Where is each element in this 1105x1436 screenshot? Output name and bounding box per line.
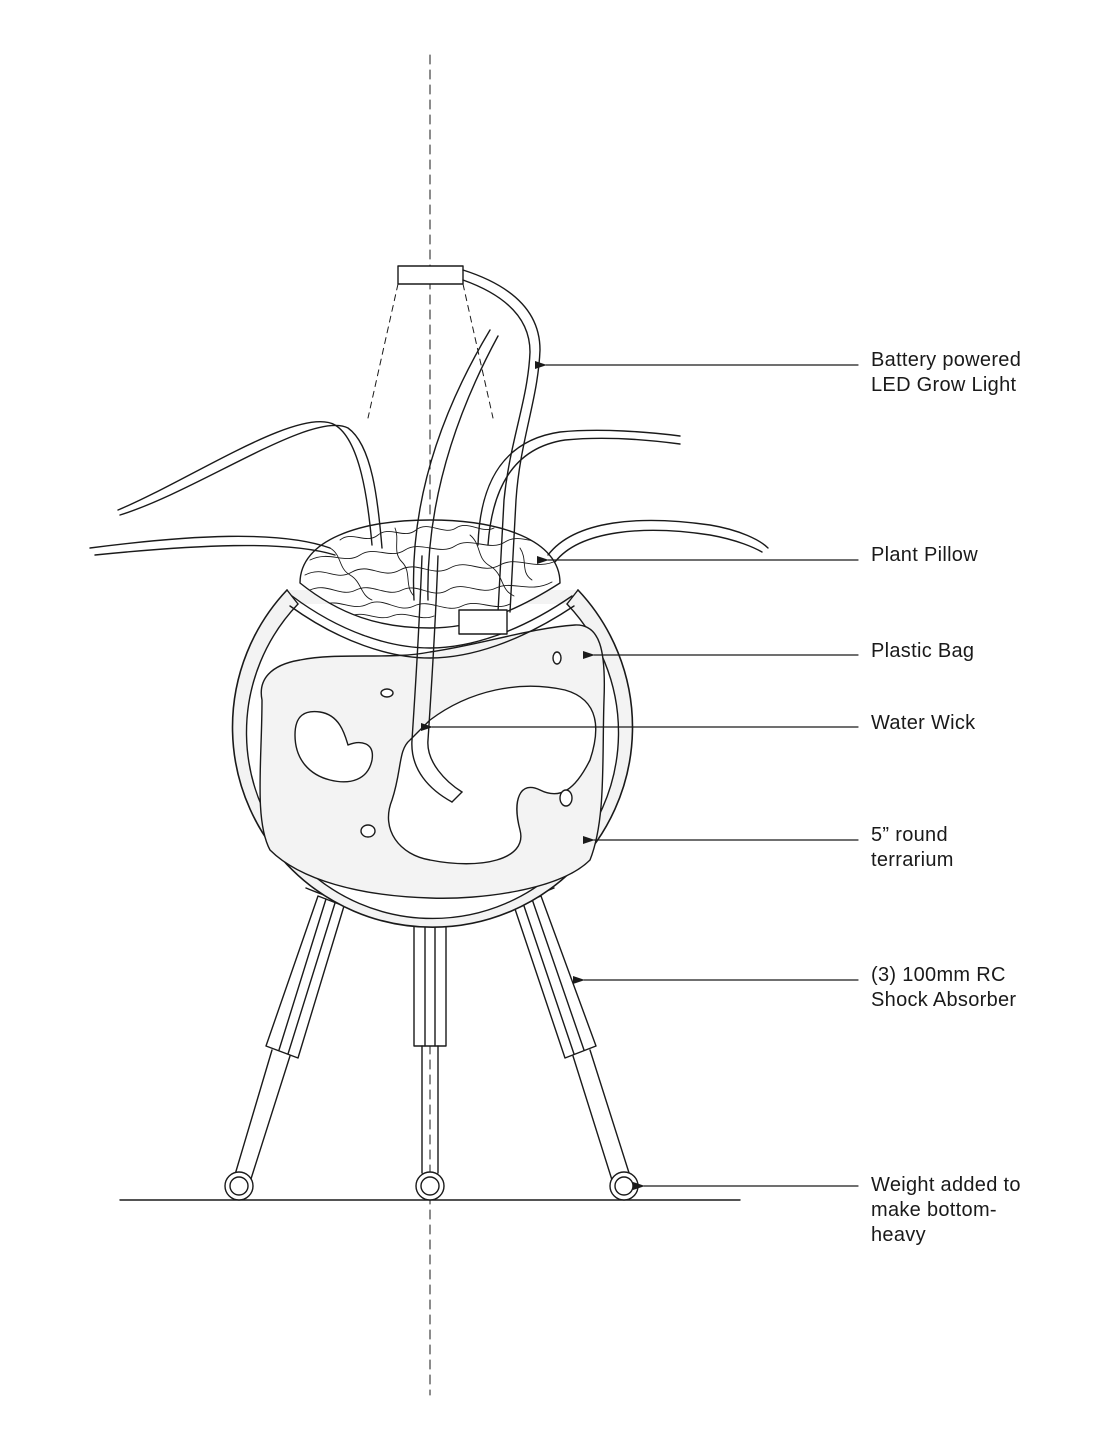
label-plastic-bag-line: Plastic Bag [871, 640, 975, 662]
label-shock-absorber-line: Shock Absorber [871, 989, 1017, 1011]
label-shock-absorber: (3) 100mm RC Shock Absorber [871, 963, 1016, 1013]
shock-absorber-right [513, 895, 639, 1201]
label-grow-light-line: Battery powered [871, 349, 1022, 371]
shock-absorber-left [224, 895, 345, 1201]
label-terrarium-line: 5” round [871, 824, 948, 846]
callout-leaders [421, 361, 859, 1190]
water-wick [411, 555, 463, 803]
label-grow-light: Battery powered LED Grow Light [871, 348, 1021, 398]
label-water-wick-line: Water Wick [871, 712, 976, 734]
label-water-wick: Water Wick [871, 711, 975, 736]
terrarium-sphere [231, 589, 634, 928]
plant-pillow [289, 519, 575, 659]
water-reservoir [387, 685, 597, 865]
label-weight-line: heavy [871, 1224, 926, 1246]
label-terrarium-line: terrarium [871, 849, 954, 871]
plant-leaves [89, 329, 769, 601]
label-plant-pillow-line: Plant Pillow [871, 544, 978, 566]
label-shock-absorber-line: (3) 100mm RC [871, 964, 1006, 986]
led-light-head [397, 265, 464, 285]
shock-absorber-center [413, 917, 447, 1201]
led-light-base [458, 609, 508, 635]
label-plastic-bag: Plastic Bag [871, 639, 974, 664]
shock-absorbers [224, 887, 639, 1201]
label-weight: Weight added to make bottom- heavy [871, 1173, 1021, 1248]
label-grow-light-line: LED Grow Light [871, 374, 1017, 396]
label-weight-line: Weight added to [871, 1174, 1021, 1196]
label-weight-line: make bottom- [871, 1199, 997, 1221]
label-terrarium: 5” round terrarium [871, 823, 954, 873]
led-grow-light [367, 265, 541, 635]
label-plant-pillow: Plant Pillow [871, 543, 978, 568]
